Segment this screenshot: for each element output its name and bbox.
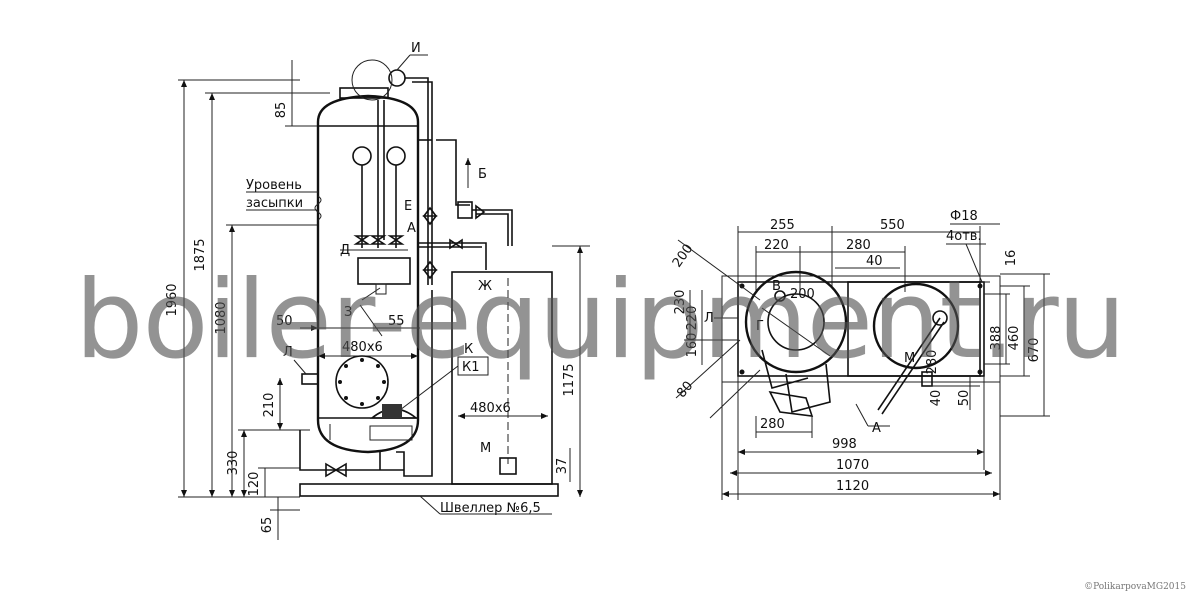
dim-16: 16 [1004, 250, 1019, 267]
dim-40-top: 40 [866, 254, 883, 269]
dim-1960: 1960 [165, 283, 180, 316]
dim-230: 230 [673, 290, 688, 315]
mark-G: Г [756, 319, 764, 334]
mark-A: А [872, 421, 881, 436]
valve-M-box [499, 457, 517, 475]
base-channel [299, 483, 559, 497]
dim-37: 37 [555, 458, 570, 475]
dim-280-v: 280 [925, 350, 940, 375]
dim-1875: 1875 [193, 238, 208, 271]
valve-B-icon [475, 204, 486, 220]
dim-200-b: 200 [790, 287, 815, 302]
dim-line-1875 [205, 92, 330, 497]
mark-I: И [411, 41, 421, 56]
hatch-label: 480х6 [342, 340, 383, 355]
nozzle-V-icon [774, 290, 786, 302]
mark-M: М [904, 351, 915, 366]
mark-L: Л [704, 311, 714, 326]
filter-vessel-plan [744, 270, 848, 374]
valve-left-icon [353, 235, 371, 245]
dim-40-v: 40 [929, 390, 944, 407]
dim-line-200-a [677, 239, 761, 301]
dim-280-bottom: 280 [760, 417, 785, 432]
dim-255: 255 [770, 218, 795, 233]
drain-valve-icon [325, 462, 347, 478]
dim-388: 388 [989, 326, 1004, 351]
dim-550: 550 [880, 218, 905, 233]
mark-A: А [407, 221, 416, 236]
dim-460: 460 [1007, 326, 1022, 351]
bottom-pipe [299, 430, 404, 471]
dim-220: 220 [764, 238, 789, 253]
mark-B: Б [478, 167, 487, 182]
channel-label: Швеллер №6,5 [440, 501, 541, 516]
dim-220-v: 220 [685, 306, 700, 331]
gauge-right-icon [386, 146, 406, 166]
burner-icon [382, 404, 402, 418]
manhole-plan [761, 349, 809, 389]
pipe-B [436, 139, 470, 206]
manhole-bolts [338, 358, 386, 406]
salt-tank [451, 271, 553, 485]
valve-E-icon [422, 206, 438, 226]
nozzle-L [301, 373, 319, 385]
valve-right-icon [387, 235, 405, 245]
dim-50: 50 [276, 314, 293, 329]
valve-center-icon [369, 235, 387, 245]
dim-998: 998 [832, 437, 857, 452]
dim-55: 55 [388, 314, 405, 329]
hatch-label-right: 480х6 [470, 401, 511, 416]
fill-level-wave [314, 195, 322, 221]
hole-count: 4отв. [946, 229, 982, 244]
detail-circle-I [351, 59, 393, 101]
dim-85: 85 [274, 102, 289, 119]
mark-D: Д [340, 243, 350, 258]
mark-Zh: Ж [478, 279, 492, 294]
dim-1070: 1070 [836, 458, 869, 473]
dim-160: 160 [685, 333, 700, 358]
mark-E: Е [404, 199, 412, 214]
dim-210: 210 [262, 393, 277, 418]
mark-Z: З [344, 305, 352, 320]
mark-M: М [480, 441, 491, 456]
dim-1120: 1120 [836, 479, 869, 494]
dim-330: 330 [226, 451, 241, 476]
dim-1175: 1175 [562, 363, 577, 396]
bolt-hole-icon [739, 369, 745, 375]
dim-65: 65 [260, 517, 275, 534]
level-label-1: Уровень [246, 178, 302, 193]
dim-200-a: 200 [670, 242, 697, 271]
dim-120: 120 [247, 472, 262, 497]
valve-A-icon [449, 238, 463, 250]
dim-1080: 1080 [214, 301, 229, 334]
level-label-2: засыпки [246, 196, 303, 211]
hole-dia: Ф18 [950, 209, 978, 224]
plan-view: 255 550 220 280 40 Ф18 4отв. 16 В Г 200 [670, 209, 1050, 500]
dim-line-1960 [178, 79, 300, 498]
mark-K: К [464, 342, 473, 357]
mark-V: В [772, 279, 781, 294]
salt-tank-plan [872, 282, 960, 370]
dim-50-v: 50 [957, 390, 972, 407]
mark-K1: К1 [462, 360, 480, 375]
vessel-body [316, 87, 420, 454]
valve-Zh-icon [422, 260, 438, 280]
dim-670: 670 [1027, 338, 1042, 363]
feeder-box [357, 257, 411, 285]
side-view: 1960 1875 85 1080 210 330 120 65 [165, 41, 590, 540]
copyright-text: ©PolikarpovaMG2015 [1084, 582, 1186, 592]
dim-280-top: 280 [846, 238, 871, 253]
manhole-icon [335, 355, 389, 409]
mark-L: Л [283, 345, 293, 360]
gauge-left-icon [352, 146, 372, 166]
